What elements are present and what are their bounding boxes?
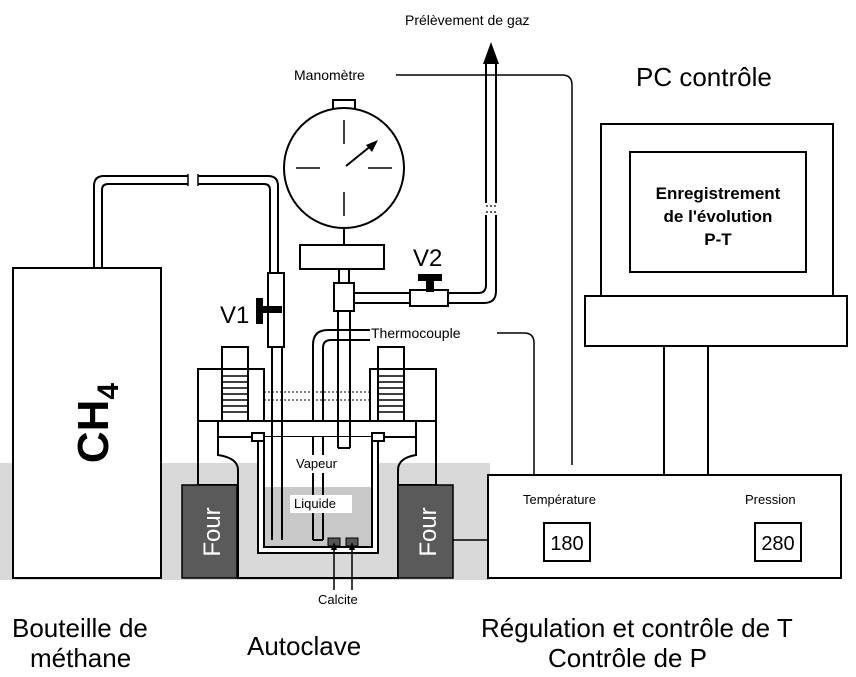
left-clamp-cap bbox=[221, 346, 249, 370]
manometer-block bbox=[299, 244, 385, 270]
bottle-gas-text: CH bbox=[69, 400, 118, 464]
v2-label: V2 bbox=[413, 245, 442, 272]
thermocouple-label: Thermocouple bbox=[371, 325, 461, 341]
regulation-caption-line2: Contrôle de P bbox=[548, 643, 707, 673]
pressure-value: 280 bbox=[761, 533, 794, 555]
right-clamp-cap bbox=[377, 346, 405, 370]
gas-sampling-tube bbox=[448, 60, 487, 294]
bottle-gas-subscript: 4 bbox=[92, 383, 125, 400]
gas-tube bbox=[93, 175, 279, 275]
temperature-display bbox=[543, 522, 591, 562]
gas-sampling-arrow bbox=[483, 42, 499, 64]
right-oven-label: Four bbox=[415, 507, 442, 556]
liquid-label: Liquide bbox=[294, 496, 336, 511]
right-oven bbox=[397, 484, 454, 579]
pc-screen bbox=[629, 151, 807, 273]
gas-tube-inner bbox=[101, 183, 271, 275]
left-oven-label: Four bbox=[199, 507, 226, 556]
svg-text:CH4: CH4 bbox=[69, 383, 125, 464]
left-oven bbox=[181, 484, 238, 579]
v2-valve-icon bbox=[426, 278, 434, 292]
pc-control-label: PC contrôle bbox=[636, 62, 772, 92]
gas-sampling-label: Prélèvement de gaz bbox=[405, 12, 530, 28]
vapor-label: Vapeur bbox=[296, 456, 338, 471]
pc-base bbox=[584, 295, 848, 347]
regulation-caption-line1: Régulation et contrôle de T bbox=[481, 613, 793, 643]
thermocouple-signal-line bbox=[497, 332, 535, 475]
bottle-caption-line2: méthane bbox=[30, 643, 131, 673]
pressure-display bbox=[754, 522, 802, 562]
center-fitting bbox=[333, 282, 355, 312]
calcite-label: Calcite bbox=[318, 592, 358, 607]
manometer-label: Manomètre bbox=[294, 67, 365, 83]
screen-line-3: P-T bbox=[704, 230, 732, 249]
gauge-needle bbox=[345, 144, 373, 167]
methane-bottle bbox=[12, 267, 162, 579]
screen-line-1: Enregistrement bbox=[656, 184, 781, 203]
screen-line-2: de l'évolution bbox=[664, 207, 773, 226]
autoclave-caption: Autoclave bbox=[247, 631, 361, 661]
v2-valve-body bbox=[409, 289, 449, 307]
temperature-label: Température bbox=[523, 492, 596, 507]
autoclave-lid bbox=[217, 420, 417, 438]
v1-valve-icon bbox=[256, 306, 282, 313]
bottle-label: CH4 bbox=[69, 383, 125, 464]
temperature-value: 180 bbox=[550, 533, 583, 555]
pressure-label: Pression bbox=[745, 492, 796, 507]
manometer-signal-line bbox=[396, 74, 573, 465]
thermocouple-probe bbox=[312, 329, 370, 540]
bottle-caption-line1: Bouteille de bbox=[12, 613, 148, 643]
v1-label: V1 bbox=[220, 302, 249, 329]
